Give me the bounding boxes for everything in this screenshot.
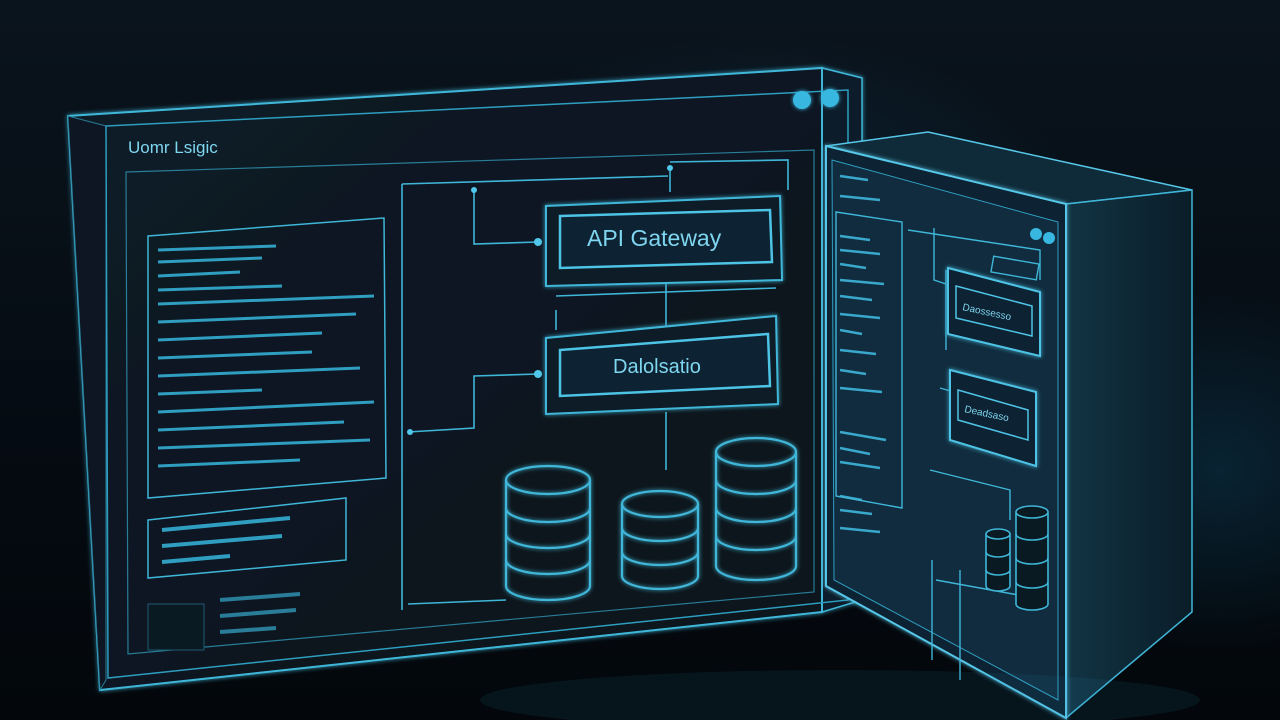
side-connectors — [835, 211, 1047, 680]
window-control-dot[interactable] — [1043, 232, 1055, 244]
window-control-dot[interactable] — [793, 91, 811, 109]
panel-title: Uomr Lsigic — [128, 138, 218, 157]
side-text-lines — [839, 174, 887, 534]
floor-glow — [480, 670, 1200, 720]
database-cylinder-icon — [620, 489, 700, 591]
database-node[interactable]: Dalolsatio — [545, 314, 780, 416]
database-cylinder-icon — [504, 464, 592, 602]
api-gateway-node[interactable]: API Gateway — [545, 194, 784, 288]
text-block — [147, 217, 387, 499]
window-control-dot[interactable] — [1030, 228, 1042, 240]
summary-card — [147, 497, 347, 579]
database-cylinder-icon — [985, 528, 1011, 592]
api-gateway-label: API Gateway — [587, 225, 722, 251]
database-cylinder-icon — [1015, 505, 1049, 611]
window-controls[interactable] — [793, 89, 839, 109]
window-control-dot[interactable] — [821, 89, 839, 107]
database-cylinder-icon — [714, 436, 798, 582]
connector-dots — [407, 165, 673, 435]
footer-lines — [147, 592, 301, 651]
connectors — [401, 159, 789, 610]
side-node-bottom[interactable]: Deadsaso — [949, 368, 1037, 468]
database-label: Dalolsatio — [613, 356, 701, 378]
side-node-top[interactable]: Daossesso — [947, 266, 1041, 358]
side-window-controls[interactable] — [1030, 228, 1055, 244]
